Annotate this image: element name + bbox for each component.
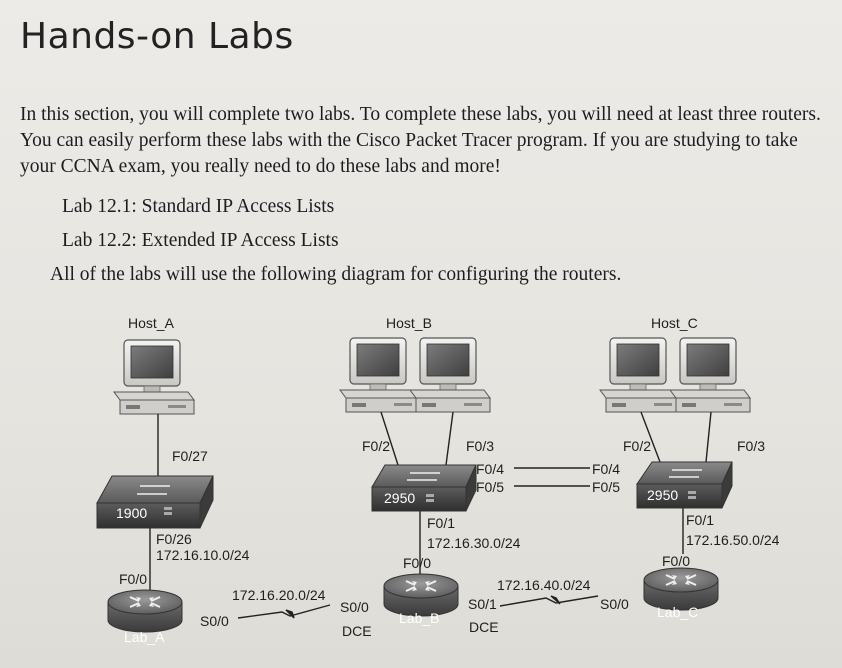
port-label: S0/1	[468, 596, 497, 612]
router-lab-c-label: Lab_C	[657, 604, 698, 620]
host-b-label: Host_B	[386, 315, 432, 331]
network-label: 172.16.40.0/24	[497, 577, 591, 593]
port-label: F0/26	[156, 531, 192, 547]
port-label: F0/3	[737, 438, 765, 454]
host-b1-computer-icon	[339, 337, 421, 413]
port-label: DCE	[342, 623, 372, 639]
page-heading: Hands-on Labs	[20, 16, 294, 57]
port-label: F0/27	[172, 448, 208, 464]
port-label: F0/1	[686, 512, 714, 528]
network-diagram: Host_A Host_B Host_C	[96, 315, 780, 645]
port-label: F0/0	[119, 571, 147, 587]
switch-1900-icon	[96, 475, 214, 529]
host-c1-computer-icon	[599, 337, 681, 413]
network-label: 172.16.20.0/24	[232, 587, 326, 603]
router-lab-b-label: Lab_B	[399, 610, 439, 626]
switch-2950-b-label: 2950	[384, 490, 415, 506]
port-label: F0/3	[466, 438, 494, 454]
port-label: F0/0	[403, 555, 431, 571]
network-label: 172.16.30.0/24	[427, 535, 521, 551]
network-label: 172.16.50.0/24	[686, 532, 780, 548]
router-lab-a-icon	[107, 589, 183, 633]
diagram-links	[149, 411, 712, 590]
diagram-note: All of the labs will use the following d…	[50, 264, 622, 285]
switch-1900-label: 1900	[116, 505, 147, 521]
port-label: F0/4	[592, 461, 620, 477]
host-c-label: Host_C	[651, 315, 698, 331]
port-label: S0/0	[340, 599, 369, 615]
port-label: F0/2	[623, 438, 651, 454]
port-label: S0/0	[200, 613, 229, 629]
port-label: F0/0	[662, 553, 690, 569]
port-label: F0/1	[427, 515, 455, 531]
switch-2950-b-icon	[371, 464, 477, 512]
host-a-label: Host_A	[128, 315, 175, 331]
serial-links	[237, 595, 599, 619]
lab-item: Lab 12.2: Extended IP Access Lists	[62, 230, 339, 251]
router-lab-a-label: Lab_A	[124, 629, 165, 645]
switch-2950-c-icon	[636, 461, 733, 509]
network-label: 172.16.10.0/24	[156, 547, 250, 563]
host-a-computer-icon	[113, 339, 195, 415]
port-label: F0/2	[362, 438, 390, 454]
port-label: F0/4	[476, 461, 504, 477]
switch-2950-c-label: 2950	[647, 487, 678, 503]
port-label: DCE	[469, 619, 499, 635]
host-b2-computer-icon	[409, 337, 491, 413]
port-label: F0/5	[592, 479, 620, 495]
port-label: F0/5	[476, 479, 504, 495]
intro-paragraph: In this section, you will complete two l…	[20, 104, 821, 177]
port-label: S0/0	[600, 596, 629, 612]
host-c2-computer-icon	[669, 337, 751, 413]
lab-item: Lab 12.1: Standard IP Access Lists	[62, 196, 335, 217]
